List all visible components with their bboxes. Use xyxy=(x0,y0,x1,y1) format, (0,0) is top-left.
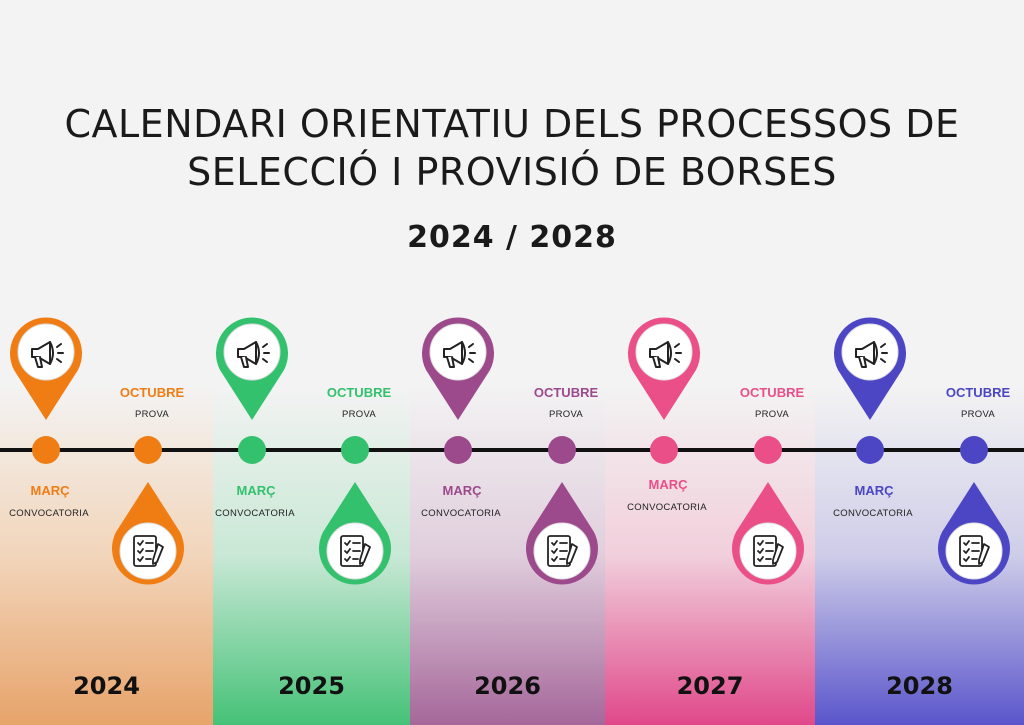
title-line-1: CALENDARI ORIENTATIU DELS PROCESSOS DE xyxy=(64,102,960,146)
exam-pin-2025 xyxy=(319,482,391,585)
october-label-2028: OCTUBRE xyxy=(945,385,1011,400)
megaphone-pin-2024 xyxy=(10,317,83,420)
october-label-2027: OCTUBRE xyxy=(739,385,805,400)
october-label-2026: OCTUBRE xyxy=(533,385,599,400)
october-dot-2026 xyxy=(548,436,576,464)
exam-pin-2028 xyxy=(938,482,1010,585)
march-dot-2026 xyxy=(444,436,472,464)
october-dot-2028 xyxy=(960,436,988,464)
october-dot-2027 xyxy=(754,436,782,464)
megaphone-pin-2025 xyxy=(216,317,288,420)
march-dot-2027 xyxy=(650,436,678,464)
megaphone-icon xyxy=(855,341,888,368)
page-title: CALENDARI ORIENTATIU DELS PROCESSOS DE S… xyxy=(0,100,1024,196)
checklist-icon xyxy=(340,535,371,567)
exam-pin-2026 xyxy=(526,482,598,585)
title-line-2: SELECCIÓ I PROVISIÓ DE BORSES xyxy=(187,150,837,194)
march-event-2025: CONVOCATORIA xyxy=(215,508,295,519)
checklist-icon xyxy=(547,535,578,567)
march-label-2025: MARÇ xyxy=(236,483,276,498)
october-event-2027: PROVA xyxy=(754,409,790,420)
checklist-icon xyxy=(133,535,164,567)
checklist-icon xyxy=(753,535,784,567)
megaphone-icon xyxy=(237,341,270,368)
march-dot-2024 xyxy=(32,436,60,464)
exam-pin-2027 xyxy=(732,482,804,585)
october-label-2025: OCTUBRE xyxy=(326,385,392,400)
year-label-2025: 2025 xyxy=(278,672,345,700)
october-event-2026: PROVA xyxy=(548,409,584,420)
page-subtitle: 2024 / 2028 xyxy=(407,220,617,255)
megaphone-pin-2026 xyxy=(422,317,494,420)
march-event-2026: CONVOCATORIA xyxy=(421,508,501,519)
exam-pin-2024 xyxy=(112,482,184,585)
october-event-2025: PROVA xyxy=(341,409,377,420)
march-event-2027: CONVOCATORIA xyxy=(627,502,707,513)
megaphone-icon xyxy=(443,341,476,368)
october-dot-2025 xyxy=(341,436,369,464)
timeline-axis xyxy=(0,448,1024,452)
march-label-2028: MARÇ xyxy=(854,483,894,498)
march-label-2027: MARÇ xyxy=(648,477,688,492)
march-event-2028: CONVOCATORIA xyxy=(833,508,913,519)
checklist-icon xyxy=(959,535,990,567)
year-label-2024: 2024 xyxy=(73,672,140,700)
march-dot-2028 xyxy=(856,436,884,464)
march-label-2024: MARÇ xyxy=(30,483,70,498)
march-event-2024: CONVOCATORIA xyxy=(9,508,89,519)
megaphone-pin-2027 xyxy=(628,317,700,420)
year-label-2026: 2026 xyxy=(474,672,541,700)
megaphone-icon xyxy=(649,341,682,368)
megaphone-icon xyxy=(31,341,64,368)
megaphone-pin-2028 xyxy=(834,317,906,420)
year-label-2027: 2027 xyxy=(676,672,744,700)
year-label-2028: 2028 xyxy=(886,672,953,700)
october-label-2024: OCTUBRE xyxy=(119,385,185,400)
march-dot-2025 xyxy=(238,436,266,464)
october-dot-2024 xyxy=(134,436,162,464)
march-label-2026: MARÇ xyxy=(442,483,482,498)
october-event-2024: PROVA xyxy=(134,409,170,420)
october-event-2028: PROVA xyxy=(960,409,996,420)
